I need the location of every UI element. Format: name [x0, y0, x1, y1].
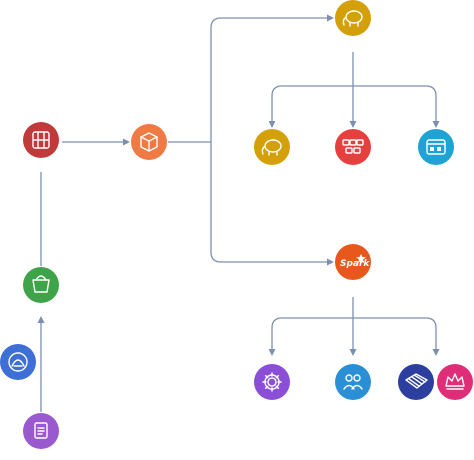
pipeline-icon [32, 131, 50, 149]
hadoop-top-node[interactable] [335, 0, 371, 36]
connector-storage-branch [168, 17, 328, 263]
document-node[interactable] [23, 413, 59, 449]
arrow-head [268, 121, 276, 128]
ingest-node[interactable] [23, 122, 59, 158]
stream-icon [8, 352, 28, 372]
node-circle [254, 364, 290, 400]
elephant-icon [261, 139, 282, 156]
nodes: Spark [0, 0, 473, 449]
storage-node[interactable] [131, 124, 167, 160]
bucket-icon [32, 275, 50, 293]
crown-node[interactable] [437, 364, 473, 400]
arrow-head [432, 121, 440, 128]
node-circle [335, 244, 371, 280]
arrow-head [37, 316, 45, 323]
gear-icon [262, 372, 282, 392]
cluster-node[interactable] [335, 129, 371, 165]
window-node[interactable] [418, 129, 454, 165]
node-circle [418, 129, 454, 165]
node-circle [254, 129, 290, 165]
users-icon [343, 374, 363, 390]
panel-node[interactable] [398, 364, 434, 400]
node-circle [23, 267, 59, 303]
arrow-head [327, 258, 334, 266]
connectors [37, 14, 440, 412]
storage-box-icon [140, 132, 158, 152]
stream-node[interactable] [0, 344, 36, 380]
settings-node[interactable] [254, 364, 290, 400]
arrow-head [268, 349, 276, 356]
node-circle [335, 0, 371, 36]
node-circle [335, 364, 371, 400]
panel-icon [405, 373, 428, 389]
spark-icon: Spark [340, 254, 370, 269]
node-circle [335, 129, 371, 165]
spark-node[interactable]: Spark [335, 244, 371, 280]
cluster-icon [342, 139, 364, 154]
bucket-node[interactable] [23, 267, 59, 303]
connector-spark-fanout [271, 297, 437, 350]
users-node[interactable] [335, 364, 371, 400]
elephant-icon [342, 10, 363, 27]
connector-hadoop-fanout [271, 52, 437, 122]
hadoop-node[interactable] [254, 129, 290, 165]
node-circle [0, 344, 36, 380]
window-icon [426, 139, 446, 155]
arrow-head [327, 14, 334, 22]
arrow-head [432, 349, 440, 356]
crown-icon [445, 373, 465, 390]
arrow-head [349, 349, 357, 356]
spark-logo-text: Spark [340, 259, 370, 269]
document-icon [34, 422, 48, 439]
node-circle [437, 364, 473, 400]
arrow-head [349, 121, 357, 128]
arrow-head [123, 138, 130, 146]
node-circle [398, 364, 434, 400]
